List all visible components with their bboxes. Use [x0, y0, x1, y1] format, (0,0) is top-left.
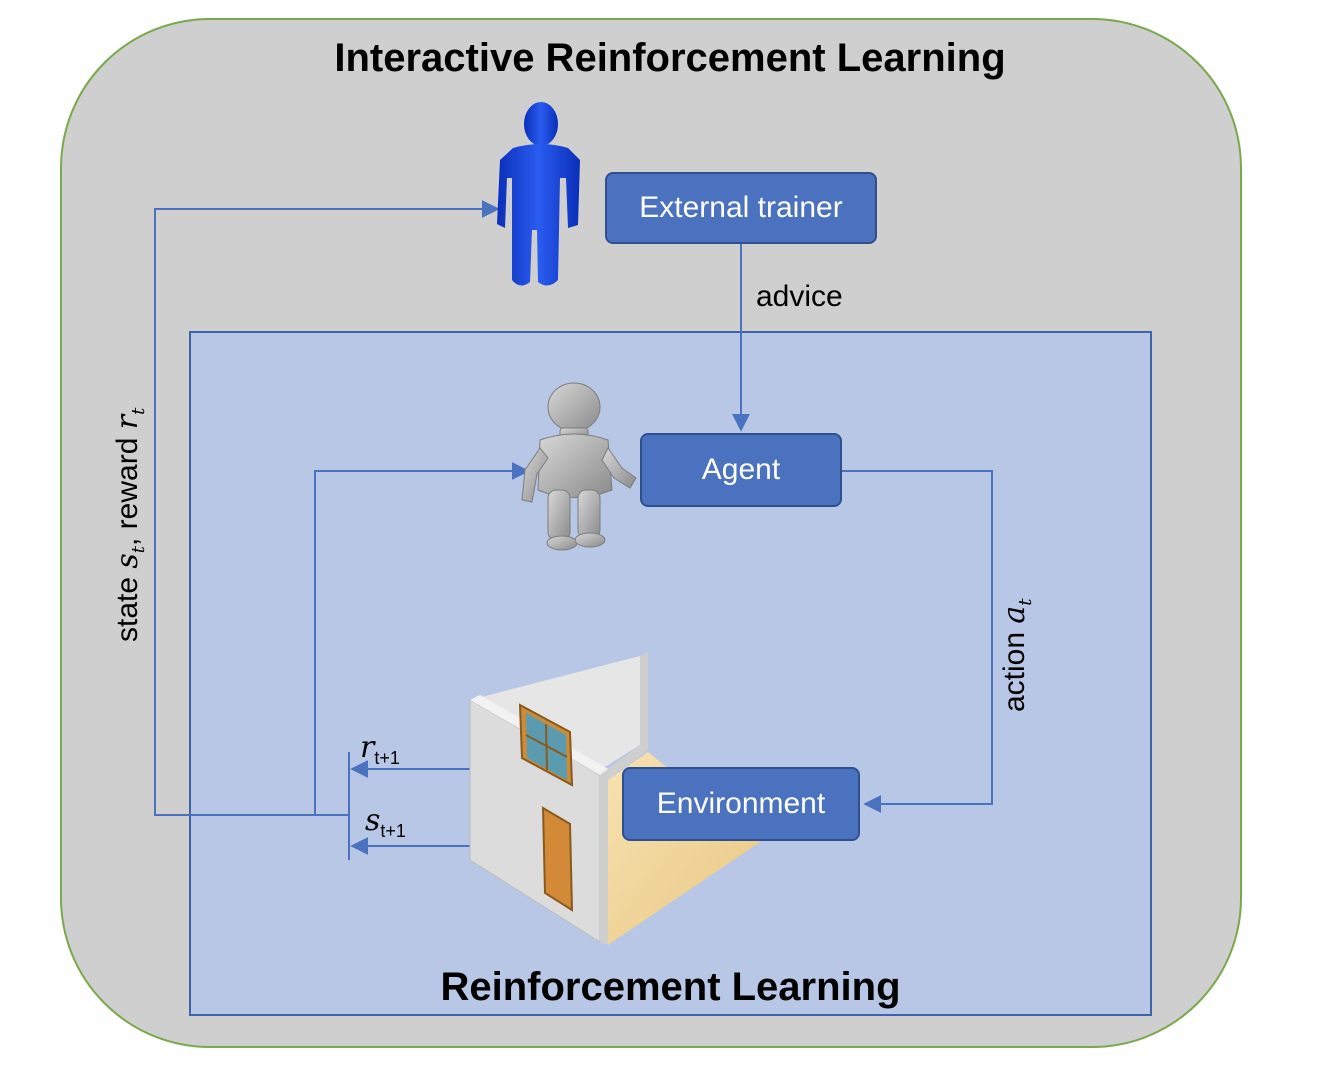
action-prefix: action — [998, 623, 1031, 712]
next-state-sub: t+1 — [380, 821, 406, 841]
state-reward-feedback-arrow — [154, 200, 500, 816]
reward-var: r — [110, 414, 145, 430]
state-sub: t — [128, 545, 149, 554]
agent-feedback-arrow — [314, 462, 530, 815]
human-figure-icon — [497, 102, 580, 286]
action-arrow — [842, 470, 993, 813]
action-var: a — [997, 605, 1032, 624]
state-var: s — [110, 553, 145, 569]
next-reward-sub: t+1 — [374, 748, 400, 768]
environment-box: Environment — [622, 767, 860, 841]
external-trainer-box: External trainer — [605, 172, 877, 244]
state-reward-label: state st, reward rt — [110, 380, 150, 642]
advice-label: advice — [756, 280, 843, 313]
next-reward-label: rt+1 — [360, 730, 400, 769]
reward-sub: t — [128, 407, 149, 415]
next-state-label: st+1 — [365, 803, 406, 842]
reward-prefix: , reward — [111, 429, 144, 546]
next-reward-var: r — [360, 730, 375, 765]
observation-collector — [348, 752, 484, 860]
room-environment-icon — [469, 652, 760, 945]
agent-box: Agent — [640, 433, 842, 507]
action-label: action at — [997, 590, 1037, 712]
robot-icon — [521, 382, 637, 551]
state-prefix: state — [111, 568, 144, 642]
next-state-var: s — [365, 803, 381, 838]
outer-title: Interactive Reinforcement Learning — [334, 36, 1006, 80]
action-sub: t — [1015, 598, 1036, 606]
inner-title: Reinforcement Learning — [440, 965, 901, 1009]
